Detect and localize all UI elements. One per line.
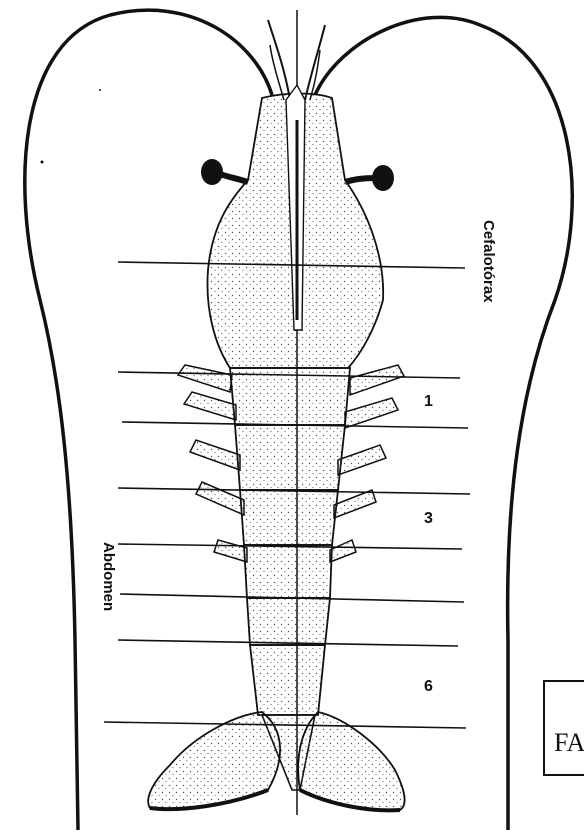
abdomen-segment-4 [244, 545, 332, 598]
segment-1-label: 1 [424, 393, 433, 411]
segment-6-label: 6 [424, 678, 433, 696]
abdomen-label: Abdomen [100, 542, 117, 611]
pleopod-left-2 [184, 392, 236, 420]
abdomen-segment-5 [247, 598, 330, 645]
abdomen-segment-2 [235, 425, 345, 490]
eye-right [372, 165, 394, 191]
pleopod-left-4 [196, 482, 244, 515]
cephalothorax-label: Cefalotórax [480, 220, 497, 303]
abdomen-segment-3 [240, 490, 338, 545]
pleopod-right-1 [350, 365, 404, 395]
pleopod-right-5 [330, 540, 356, 562]
pleopod-left-1 [178, 365, 232, 392]
eye-left [201, 159, 223, 185]
pleopod-right-4 [334, 490, 376, 518]
pleopod-left-3 [190, 440, 240, 470]
antenna-right [305, 25, 325, 100]
pleopod-right-2 [345, 398, 398, 428]
segment-3-label: 3 [424, 510, 433, 528]
abdomen-segment-6 [250, 645, 325, 715]
pleopod-left-5 [214, 540, 247, 562]
speck [41, 161, 44, 164]
pleopod-right-3 [338, 445, 386, 475]
speck [99, 89, 101, 91]
stamp-text: FA [554, 728, 584, 758]
